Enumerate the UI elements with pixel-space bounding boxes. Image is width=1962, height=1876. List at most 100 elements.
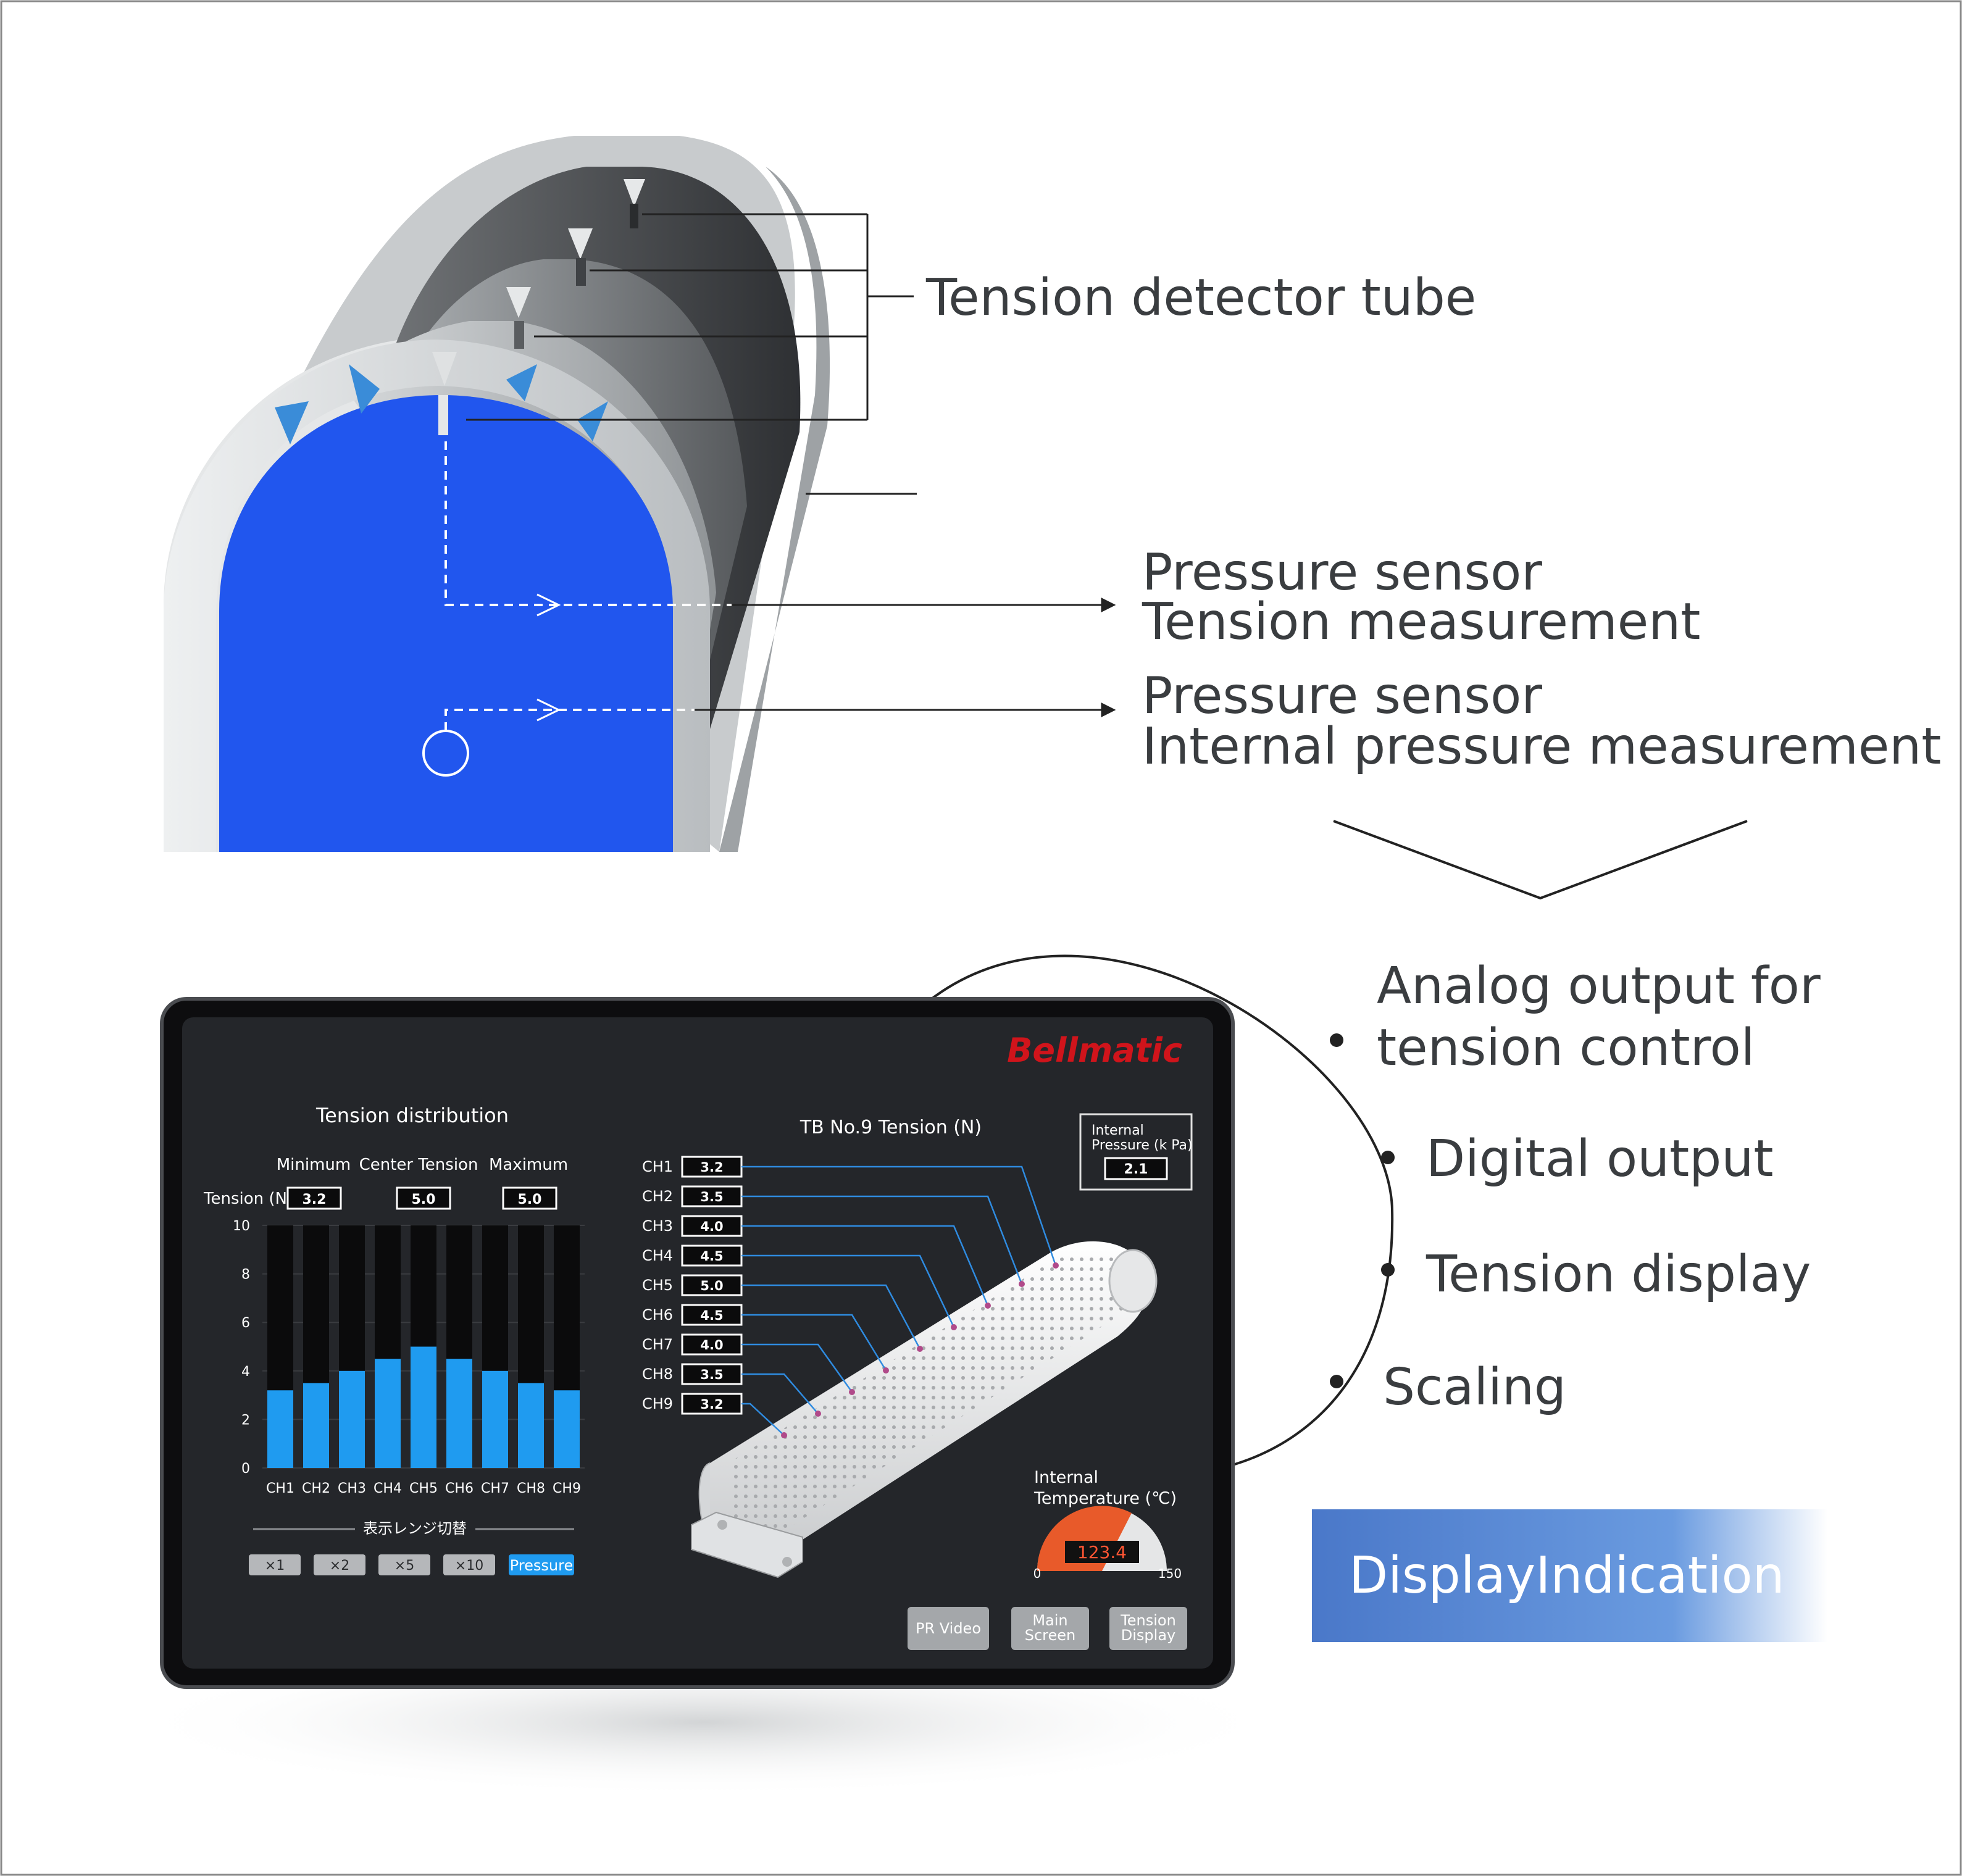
center-tension-label: Center Tension <box>359 1156 478 1174</box>
channel-leader-line <box>741 1343 853 1393</box>
pr-video-button[interactable]: PR Video <box>908 1607 989 1650</box>
tension-detector-tube-label: Tension detector tube <box>925 269 1476 327</box>
roll-shaft <box>1108 1249 1158 1313</box>
tube-leaders <box>466 213 1116 717</box>
arc-dot-1 <box>1330 1033 1343 1047</box>
sensor-point <box>917 1346 923 1352</box>
maximum-value: 5.0 <box>518 1192 542 1207</box>
channel-label: CH7 <box>642 1336 673 1353</box>
x-tick-label: CH8 <box>517 1481 545 1496</box>
pressure-sensor-label-1: Pressure sensor <box>1142 543 1542 602</box>
sensor-point <box>883 1367 889 1374</box>
channel-leader-line <box>741 1254 955 1328</box>
range-buttons: ×1 ×2 ×5 ×10 Pressure <box>249 1554 574 1575</box>
pressure-path-dashed <box>445 709 695 731</box>
bar-ch8 <box>518 1383 544 1468</box>
sensor-point <box>849 1389 855 1395</box>
channel-leader-line <box>741 1373 819 1414</box>
arc-dot-4 <box>1330 1375 1343 1388</box>
svg-text:×5: ×5 <box>394 1558 414 1574</box>
y-tick-label: 2 <box>241 1412 250 1428</box>
sensor-stem-3 <box>576 258 586 286</box>
internal-pressure-value-box <box>1104 1157 1168 1180</box>
channel-label: CH3 <box>642 1217 673 1235</box>
channel-value-box <box>681 1333 743 1356</box>
blue-wedge-2 <box>349 364 380 414</box>
bar-ch3 <box>339 1370 365 1468</box>
svg-text:×2: ×2 <box>330 1558 349 1574</box>
y-tick-label: 4 <box>241 1364 250 1380</box>
sensor-point <box>985 1303 991 1309</box>
tube-cross-section <box>164 136 830 852</box>
roll-bracket <box>691 1511 803 1578</box>
tension-path-chevron <box>536 593 561 617</box>
gauge-readout: 123.4 <box>1077 1542 1127 1562</box>
temperature-gauge: 123.4 0 150 <box>1033 1506 1182 1581</box>
x-tick-label: CH9 <box>553 1481 581 1496</box>
bracket-bolt-1 <box>717 1520 727 1530</box>
roll-dots <box>728 1254 1133 1538</box>
pressure-button[interactable]: Pressure <box>509 1554 574 1575</box>
sensor-point <box>1053 1262 1059 1269</box>
bar-ch6 <box>446 1359 472 1468</box>
sensor-point <box>781 1432 787 1438</box>
brand-logo: Bellmatic <box>1007 1031 1182 1070</box>
blue-wedge-1 <box>275 401 309 444</box>
range-x5-button[interactable]: ×5 <box>378 1554 430 1575</box>
bracket-bolt-2 <box>782 1557 792 1567</box>
digital-output-label: Digital output <box>1426 1130 1773 1188</box>
tension-path-dashed <box>445 441 732 606</box>
sensor-point <box>815 1411 821 1417</box>
minimum-label: Minimum <box>277 1156 351 1174</box>
tension-display-line2: Display <box>1121 1627 1175 1644</box>
channel-label: CH9 <box>642 1395 673 1412</box>
range-x10-button[interactable]: ×10 <box>443 1554 495 1575</box>
display-indication-banner <box>1312 1509 1827 1642</box>
channel-leader-line <box>741 1165 1057 1266</box>
channel-value-box <box>681 1215 743 1237</box>
sensor-wedge-3 <box>568 228 593 259</box>
svg-text:Pressure: Pressure <box>510 1557 573 1574</box>
range-x1-button[interactable]: ×1 <box>249 1554 301 1575</box>
gauge-readout-box <box>1065 1541 1139 1563</box>
tb9-tension-panel: TB No.9 Tension (N) Internal Pressure (k… <box>642 1113 1193 1581</box>
tension-distribution-title: Tension distribution <box>315 1104 509 1127</box>
arc-dot-2 <box>1381 1151 1395 1164</box>
channel-value-box <box>681 1363 743 1385</box>
tension-display-button[interactable]: Tension Display <box>1109 1607 1187 1650</box>
range-x2-button[interactable]: ×2 <box>314 1554 365 1575</box>
analog-output-label-2: tension control <box>1377 1019 1755 1077</box>
y-tick-label: 10 <box>233 1219 250 1234</box>
main-screen-button[interactable]: Main Screen <box>1011 1607 1089 1650</box>
svg-text:PR Video: PR Video <box>916 1620 981 1637</box>
channel-leader-line <box>741 1403 785 1436</box>
sensor-stem-2 <box>514 321 524 349</box>
arc-dot-3 <box>1381 1263 1395 1277</box>
sensor-wedge-2 <box>506 287 531 318</box>
bar-ch2 <box>303 1383 329 1468</box>
main-screen-line1: Main <box>1032 1612 1067 1629</box>
internal-pressure-label-2: Pressure (k Pa) <box>1092 1138 1193 1153</box>
channel-label: CH1 <box>642 1158 673 1175</box>
tension-measurement-label: Tension measurement <box>1142 593 1700 651</box>
inner-roll <box>219 395 673 852</box>
channel-value-box <box>681 1244 743 1267</box>
channel-value: 3.2 <box>700 1397 723 1412</box>
blue-wedge-3 <box>506 364 537 401</box>
channel-label: CH4 <box>642 1247 673 1264</box>
sensor-wedge-4 <box>624 179 645 207</box>
blue-wedge-4 <box>577 401 608 441</box>
main-screen-line2: Screen <box>1025 1627 1076 1644</box>
bar-ch1 <box>267 1390 293 1468</box>
sensor-wedge-1 <box>432 352 457 386</box>
center-value: 5.0 <box>412 1192 436 1207</box>
internal-pressure-measurement-label: Internal pressure measurement <box>1142 717 1941 776</box>
channel-value: 5.0 <box>700 1278 723 1293</box>
tension-distribution-panel: Tension distribution Minimum Center Tens… <box>203 1104 585 1541</box>
tension-n-label: Tension (N) <box>203 1190 293 1208</box>
channel-label: CH8 <box>642 1365 673 1383</box>
bar-ch9 <box>554 1390 580 1468</box>
